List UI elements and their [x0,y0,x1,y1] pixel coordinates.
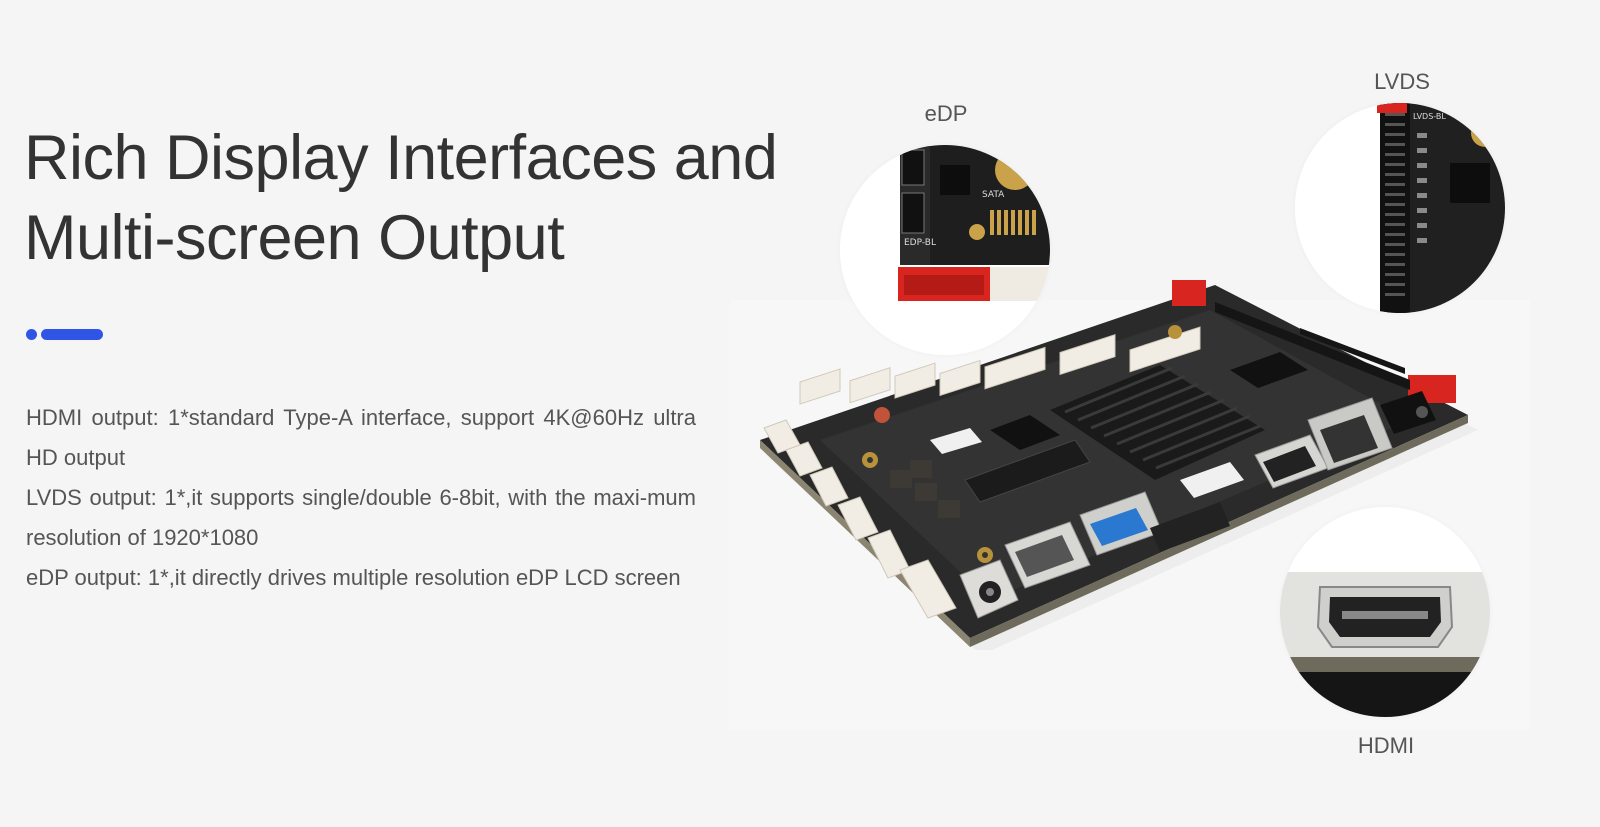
spec-description: HDMI output: 1*standard Type-A interface… [26,398,696,598]
spec-hdmi-output: HDMI output: 1*standard Type-A interface… [26,405,696,470]
spec-lvds-output: LVDS output: 1*,it supports single/doubl… [26,485,696,550]
silkscreen-edp-bl: EDP-BL [904,238,936,248]
callout-circle-hdmi [1280,507,1490,717]
lvds-connector-closeup-image: LVDS-BL [1295,103,1505,313]
spec-edp-output: eDP output: 1*,it directly drives multip… [26,565,681,590]
page-title: Rich Display Interfaces and Multi-screen… [24,118,844,278]
callout-label-edp: eDP [924,101,968,126]
accent-bar [41,329,103,340]
callout-label-lvds: LVDS [1374,69,1430,94]
callout-circle-edp: SATA EDP-BL [840,145,1050,355]
hdmi-port-closeup-image [1280,507,1490,717]
callout-circle-lvds: LVDS-BL [1295,103,1505,313]
callout-label-hdmi: HDMI [1357,733,1415,758]
accent-dot [26,329,37,340]
silkscreen-sata: SATA [982,190,1005,200]
motherboard-image [760,280,1478,650]
silkscreen-lvds-bl: LVDS-BL [1413,112,1446,121]
page-title-line-1: Rich Display Interfaces and [24,123,778,193]
page-title-line-2: Multi-screen Output [24,203,565,273]
edp-connector-closeup-image: SATA EDP-BL [840,145,1050,355]
